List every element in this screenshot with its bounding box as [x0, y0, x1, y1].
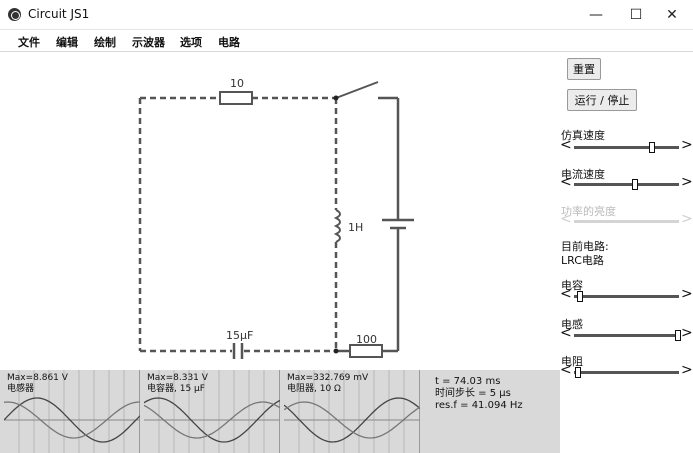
circuit-canvas[interactable]: 10 1H 15μF 100	[0, 52, 560, 370]
sim-speed-label: 仿真速度	[561, 129, 605, 142]
switch[interactable]	[335, 81, 379, 99]
scope-inductor-plot	[4, 370, 140, 453]
current-circuit-name: LRC电路	[561, 254, 604, 267]
scope-resistor-text: Max=332.769 mV 电阻器, 10 Ω	[287, 373, 368, 395]
menu-bar: 文件 编辑 绘制 示波器 选项 电路	[0, 30, 693, 52]
scope-resistor[interactable]: Max=332.769 mV 电阻器, 10 Ω	[284, 370, 420, 453]
inductor-label: 1H	[348, 221, 364, 234]
scope-resistor-plot	[284, 370, 420, 453]
scope-trace	[144, 397, 280, 443]
sim-speed-left-arrow[interactable]: <	[560, 137, 572, 153]
control-panel: 重置 运行 / 停止 仿真速度 < > 电流速度 < > 功率的亮度 < > 目…	[560, 52, 693, 453]
simulation-info: t = 74.03 ms 时间步长 = 5 μs res.f = 41.094 …	[435, 376, 523, 412]
resistor-bottom-label: 100	[356, 333, 377, 346]
scope-inductor-max: Max=8.861 V	[7, 373, 68, 383]
power-brightness-label: 功率的亮度	[561, 205, 616, 218]
current-circuit-heading: 目前电路:	[561, 240, 609, 253]
window-title: Circuit JS1	[28, 7, 90, 21]
capacitor-label: 15μF	[226, 329, 254, 342]
sim-timestep: 时间步长 = 5 μs	[435, 388, 511, 399]
reset-button[interactable]: 重置	[567, 58, 601, 80]
inductance-thumb[interactable]	[674, 330, 681, 341]
menu-circuits[interactable]: 电路	[218, 36, 240, 49]
scope-inductor[interactable]: Max=8.861 V 电感器	[4, 370, 140, 453]
scope-trace	[284, 401, 420, 439]
run-stop-button[interactable]: 运行 / 停止	[567, 89, 637, 111]
capacitance-track[interactable]	[574, 291, 679, 302]
sim-resonant-frequency: res.f = 41.094 Hz	[435, 400, 523, 411]
title-bar: Circuit JS1 — ☐ ✕	[0, 0, 693, 30]
close-button[interactable]: ✕	[666, 7, 678, 23]
current-speed-slider[interactable]: < >	[560, 174, 693, 191]
menu-file[interactable]: 文件	[18, 36, 40, 49]
capacitance-left-arrow[interactable]: <	[560, 286, 572, 302]
resistance-slider[interactable]: < >	[560, 362, 693, 379]
current-speed-thumb[interactable]	[631, 179, 638, 190]
menu-draw[interactable]: 绘制	[94, 36, 116, 49]
resistor-100-ohm[interactable]	[349, 344, 383, 358]
resistor-top-label: 10	[230, 77, 244, 90]
sim-speed-slider[interactable]: < >	[560, 137, 693, 154]
oscilloscope-panel[interactable]: Max=8.861 V 电感器 Max=8.331 V 电容器, 15 μF M…	[0, 370, 560, 453]
current-speed-track[interactable]	[574, 179, 679, 190]
circuit-diagram[interactable]	[0, 52, 560, 370]
scope-capacitor-label: 电容器, 15 μF	[147, 384, 205, 394]
scope-capacitor[interactable]: Max=8.331 V 电容器, 15 μF	[144, 370, 280, 453]
scope-inductor-label: 电感器	[7, 384, 35, 394]
power-brightness-slider: < >	[560, 211, 693, 228]
scope-trace	[284, 397, 420, 443]
capacitance-label: 电容	[561, 279, 583, 292]
resistance-thumb[interactable]	[575, 367, 582, 378]
junction-top	[333, 95, 339, 101]
sim-speed-thumb[interactable]	[648, 142, 655, 153]
scope-trace	[4, 401, 140, 439]
menu-edit[interactable]: 编辑	[56, 36, 78, 49]
inductor-1h[interactable]	[333, 209, 341, 243]
resistor-10-ohm[interactable]	[219, 91, 253, 105]
current-speed-right-arrow[interactable]: >	[681, 174, 693, 190]
sim-speed-right-arrow[interactable]: >	[681, 137, 693, 153]
scope-capacitor-max: Max=8.331 V	[147, 373, 208, 383]
inductance-track[interactable]	[574, 330, 681, 341]
resistance-right-arrow[interactable]: >	[681, 362, 693, 378]
maximize-button[interactable]: ☐	[629, 7, 643, 23]
scope-trace	[4, 397, 140, 443]
current-speed-label: 电流速度	[561, 168, 605, 181]
power-brightness-track	[574, 220, 679, 223]
inductance-slider[interactable]: < >	[560, 325, 693, 342]
current-circuit-info: 目前电路: LRC电路	[561, 240, 609, 268]
scope-resistor-label: 电阻器, 10 Ω	[287, 384, 341, 394]
scope-resistor-max: Max=332.769 mV	[287, 373, 369, 383]
inductance-label: 电感	[561, 318, 583, 331]
junction-bottom	[333, 348, 339, 354]
capacitance-thumb[interactable]	[577, 291, 584, 302]
scope-inductor-text: Max=8.861 V 电感器	[7, 373, 68, 395]
resistance-track[interactable]	[574, 367, 679, 378]
current-speed-left-arrow[interactable]: <	[560, 174, 572, 190]
capacitance-slider[interactable]: < >	[560, 286, 693, 303]
inductance-left-arrow[interactable]: <	[560, 325, 572, 341]
scope-capacitor-text: Max=8.331 V 电容器, 15 μF	[147, 373, 208, 395]
power-brightness-right-arrow: >	[681, 211, 693, 227]
menu-options[interactable]: 选项	[180, 36, 202, 49]
resistance-left-arrow[interactable]: <	[560, 362, 572, 378]
power-brightness-left-arrow: <	[560, 211, 572, 227]
sim-time: t = 74.03 ms	[435, 376, 501, 387]
menu-oscilloscope[interactable]: 示波器	[132, 36, 165, 49]
minimize-button[interactable]: —	[589, 7, 603, 23]
app-logo-icon	[8, 8, 21, 21]
scope-capacitor-plot	[144, 370, 280, 453]
capacitance-right-arrow[interactable]: >	[681, 286, 693, 302]
inductance-right-arrow[interactable]: >	[681, 325, 693, 341]
resistance-label: 电阻	[561, 355, 583, 368]
scope-trace	[144, 401, 280, 439]
sim-speed-track[interactable]	[574, 142, 679, 153]
